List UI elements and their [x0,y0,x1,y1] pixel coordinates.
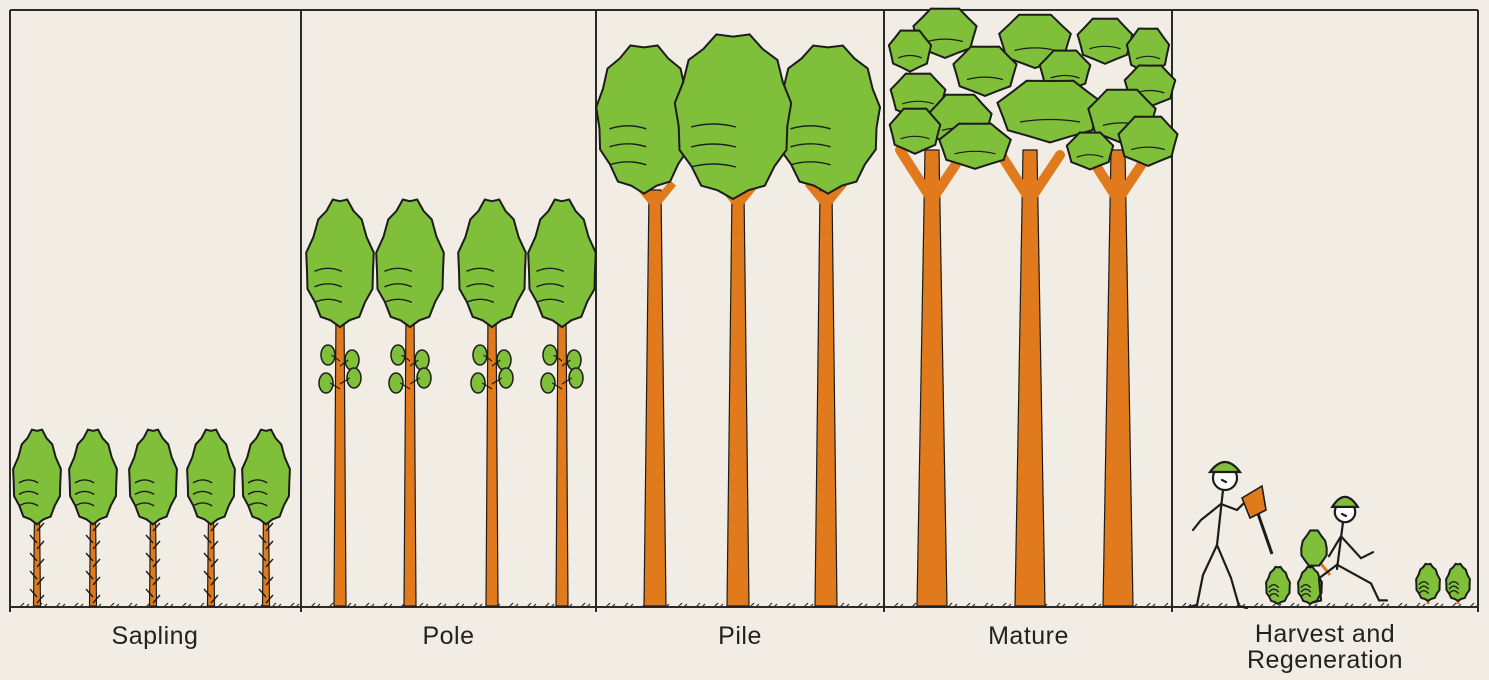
pole-tree [306,200,374,607]
pole-tree [376,200,444,607]
stage-label-harvest-line2: Regeneration [1172,647,1478,673]
forester-arm [1193,504,1221,530]
tree-trunk [1103,150,1133,606]
pole-leaf-cluster [391,345,405,365]
sapling-tree [129,430,177,606]
tree-crown [528,200,596,328]
mature-leaf-clump [1067,133,1113,170]
forester-torso [1217,490,1223,545]
pole-leaf-cluster [321,345,335,365]
tree-crown [1416,564,1440,601]
planting-tool [1242,486,1272,554]
tree-crown [242,430,290,525]
forester-arm [1341,536,1373,558]
mature-tree [1086,150,1148,606]
stage-label-harvest-line1: Harvest and [1172,621,1478,647]
mature-leaf-clump [1119,117,1178,166]
forester-hat [1210,462,1240,472]
stage-label-mature: Mature [885,623,1172,649]
forester-hat [1332,497,1358,507]
forester-leg [1189,545,1217,607]
tree-crown [1266,567,1290,604]
pile-tree [808,183,844,606]
tree-trunk [334,310,346,606]
stage-label-pole: Pole [302,623,595,649]
tree-trunk [815,190,837,606]
pole-leaf-cluster [345,350,359,370]
tree-trunk [404,310,416,606]
tree-crown [13,430,61,525]
tree-crown [776,46,880,194]
mature-tree [998,150,1060,606]
seedling [1298,567,1322,604]
sapling-tree [187,430,235,606]
tree-trunk [727,190,749,606]
stage-label-sapling: Sapling [10,623,300,649]
sapling-tree [242,430,290,606]
tree-crown [129,430,177,525]
stage-label-harvest: Harvest and Regeneration [1172,621,1478,673]
tree-crown [187,430,235,525]
pole-leaf-cluster [543,345,557,365]
forester-leg [1337,565,1387,601]
sapling-tree [69,430,117,606]
tree-trunk [644,190,666,606]
tree-trunk [1015,150,1045,606]
tree-trunk [486,310,498,606]
mature-leaf-clump [889,31,931,72]
pole-tree [458,200,526,607]
sapling-tree [13,430,61,606]
pole-leaf-cluster [567,350,581,370]
stage-label-pile: Pile [597,623,883,649]
pole-tree [528,200,596,607]
tree-crown [675,34,791,199]
seedling [1416,564,1440,604]
tree-crown [376,200,444,328]
forester-torso [1337,522,1343,569]
mature-tree [900,150,962,606]
seedling-crown [1301,530,1326,565]
pile-tree [637,183,673,606]
mature-leaf-clump [953,47,1016,96]
mature-leaf-clump [1078,19,1133,64]
pile-tree [720,183,756,606]
tree-crown [1298,567,1322,604]
tree-crown [1446,564,1470,601]
pole-leaf-cluster [415,350,429,370]
tree-crown [306,200,374,328]
tool-blade [1242,486,1266,518]
tree-trunk [556,310,568,606]
pole-leaf-cluster [497,350,511,370]
tree-crown [69,430,117,525]
forester-leg [1217,545,1247,608]
tree-crown [458,200,526,328]
forester-figure [1189,462,1247,608]
pole-leaf-cluster [473,345,487,365]
tree-trunk [917,150,947,606]
seedling [1446,564,1470,604]
seedling [1266,567,1290,604]
